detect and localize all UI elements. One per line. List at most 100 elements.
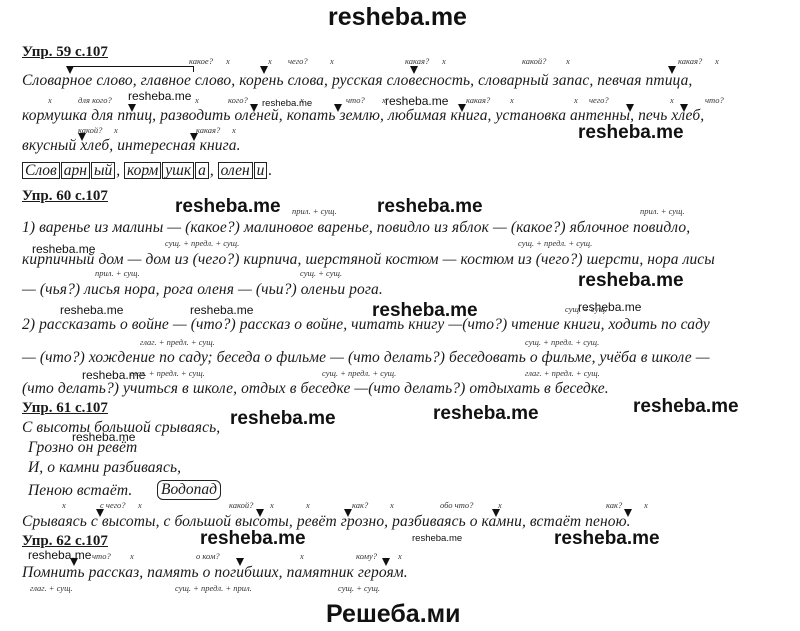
arrow-icon xyxy=(668,66,676,74)
q-label: х xyxy=(670,95,674,105)
arrow-icon xyxy=(70,558,78,566)
ex60-line-1: 1) варенье из малины — (какое?) малиново… xyxy=(22,219,691,236)
q-label: х xyxy=(566,56,570,66)
ex59-question-labels-2: х для кого? х кого? х что? х какая? х х … xyxy=(0,95,800,107)
morpheme-root: Слов xyxy=(22,162,60,179)
q-label: что? xyxy=(92,551,111,561)
morpheme-ending: ый xyxy=(90,162,116,179)
ex60-line-3: — (чья?) лисья нора, рога оленя — (чьи?)… xyxy=(22,281,383,298)
morpheme-root: корм xyxy=(123,162,162,179)
pos-label: сущ. + сущ. xyxy=(338,583,381,593)
pos-label: прил. + сущ. xyxy=(95,268,140,278)
ex62-line: Помнить рассказ, память о погибших, памя… xyxy=(22,564,408,581)
arrow-icon xyxy=(458,104,466,112)
ex60-line-4: 2) рассказать о войне — (что?) рассказ о… xyxy=(22,316,710,333)
q-label: х xyxy=(382,95,386,105)
q-label: х xyxy=(138,500,142,510)
watermark: resheba.me xyxy=(190,303,254,317)
q-label: для кого? xyxy=(78,95,112,105)
watermark: resheba.me xyxy=(175,196,281,217)
q-label: кого? xyxy=(228,95,248,105)
pos-label: глаг. + предл. + сущ. xyxy=(140,337,215,347)
q-label: х xyxy=(644,500,648,510)
q-label: какая? xyxy=(196,125,221,135)
watermark: resheba.me xyxy=(412,533,463,544)
q-label: кому? xyxy=(356,551,378,561)
arrow-icon xyxy=(250,104,258,112)
site-footer: Решеба.ми xyxy=(326,600,461,628)
q-label: х xyxy=(226,56,230,66)
q-label: х xyxy=(270,500,274,510)
morpheme-root: олен xyxy=(217,162,253,179)
ex59-line-2: кормушка для птиц, разводить оленей, коп… xyxy=(22,107,705,124)
q-label: х xyxy=(130,551,134,561)
arrow-icon xyxy=(128,104,136,112)
q-label: х xyxy=(390,500,394,510)
q-label: х xyxy=(306,500,310,510)
arrow-icon xyxy=(492,509,500,517)
q-label: о ком? xyxy=(196,551,220,561)
watermark: resheba.me xyxy=(578,122,684,143)
ex61-question-labels: х с чего? х какой? х х как? х обо что? х… xyxy=(0,500,800,512)
pos-label: прил. + сущ. xyxy=(292,206,337,216)
arrow-icon xyxy=(78,133,86,141)
q-label: х xyxy=(330,56,334,66)
watermark: resheba.me xyxy=(82,368,146,382)
q-label: какое? xyxy=(189,56,213,66)
arrow-icon xyxy=(410,66,418,74)
pos-label: прил. + сущ. xyxy=(640,206,685,216)
q-label: с чего? xyxy=(100,500,126,510)
watermark: resheba.me xyxy=(385,94,449,108)
q-label: х xyxy=(232,125,236,135)
q-label: что? xyxy=(705,95,724,105)
arrow-icon xyxy=(256,509,264,517)
pos-label: глаг. + предл. + сущ. xyxy=(525,368,600,378)
ex62-question-labels: что? х о ком? х кому? х xyxy=(0,551,800,563)
q-label: обо что? xyxy=(440,500,474,510)
q-label: х xyxy=(398,551,402,561)
q-label: х xyxy=(715,56,719,66)
watermark: resheba.me xyxy=(32,242,96,256)
pos-label: сущ. + предл. + сущ. xyxy=(322,368,397,378)
q-label: какая? xyxy=(466,95,491,105)
arrow-icon xyxy=(260,66,268,74)
watermark: resheba.me xyxy=(377,196,483,217)
q-label: какая? xyxy=(405,56,430,66)
poem-line: С высоты большой срываясь, xyxy=(22,419,221,436)
q-label: х xyxy=(442,56,446,66)
watermark: resheba.me xyxy=(578,270,684,291)
morpheme-ending: и xyxy=(253,162,268,179)
ex60-line-6: (что делать?) учиться в школе, отдых в б… xyxy=(22,380,609,397)
ex61-line: Срываясь с высоты, с большой высоты, рев… xyxy=(22,513,631,530)
q-label: как? xyxy=(352,500,369,510)
arrow-icon xyxy=(344,509,352,517)
link-mark xyxy=(70,66,194,72)
q-label: х xyxy=(300,551,304,561)
q-label: какой? xyxy=(522,56,547,66)
arrow-icon xyxy=(382,558,390,566)
watermark: resheba.me xyxy=(262,98,313,109)
q-label: х xyxy=(574,95,578,105)
q-label: как? xyxy=(606,500,623,510)
watermark: resheba.me xyxy=(60,303,124,317)
ex62-header: Упр. 62 с.107 xyxy=(22,533,108,549)
q-label: чего? xyxy=(589,95,609,105)
ex60-header: Упр. 60 с.107 xyxy=(22,188,108,204)
morpheme-ending: а xyxy=(195,162,209,179)
ex59-question-labels-1: какое? х х чего? х какая? х какой? х как… xyxy=(0,56,800,68)
ex59-line-1: Словарное слово, главное слово, корень с… xyxy=(22,72,693,89)
q-label: х xyxy=(195,95,199,105)
ex60-line-2: кирпичный дом — дом из (чего?) кирпича, … xyxy=(22,251,715,268)
morpheme-suffix: ушк xyxy=(162,162,195,179)
q-label: чего? xyxy=(288,56,308,66)
pos-label: глаг. + сущ. xyxy=(30,583,73,593)
poem-line: Пеною встаёт. xyxy=(28,482,133,499)
pos-label: глаг. + предл. + сущ. xyxy=(130,368,205,378)
ex59-question-labels-3: какой? х какая? х xyxy=(0,125,800,137)
watermark: resheba.me xyxy=(230,408,336,429)
q-label: х xyxy=(268,56,272,66)
arrow-icon xyxy=(624,509,632,517)
ex60-line-5: — (что?) хождение по саду; беседа о филь… xyxy=(22,349,710,366)
watermark: resheba.me xyxy=(72,430,136,444)
